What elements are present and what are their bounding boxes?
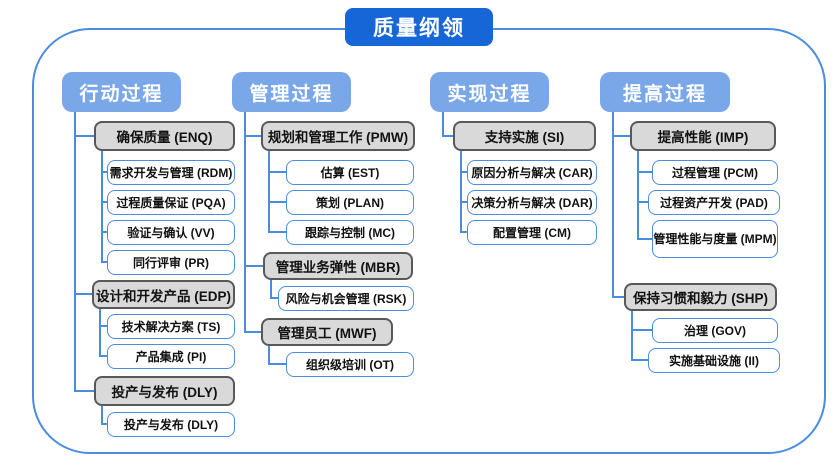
- connector-line: [101, 406, 103, 424]
- connector-line: [268, 231, 286, 233]
- child-box-dar: 决策分析与解决 (DAR): [467, 190, 597, 215]
- group-box-mwf: 管理员工 (MWF): [261, 318, 393, 346]
- connector-line: [631, 311, 633, 360]
- child-box-pad: 过程资产开发 (PAD): [648, 190, 780, 215]
- connector-line: [74, 390, 94, 392]
- connector-line: [74, 293, 92, 295]
- child-box-ii: 实施基础设施 (II): [648, 348, 780, 373]
- connector-line: [637, 238, 652, 240]
- group-box-imp: 提高性能 (IMP): [630, 121, 776, 151]
- child-box-est: 估算 (EST): [286, 160, 414, 185]
- connector-line: [460, 201, 468, 203]
- child-box-cm: 配置管理 (CM): [467, 220, 597, 245]
- group-box-edp: 设计和开发产品 (EDP): [92, 280, 235, 309]
- group-box-pmw: 规划和管理工作 (PMW): [261, 121, 415, 151]
- connector-line: [637, 171, 652, 173]
- connector-line: [244, 265, 263, 267]
- connector-line: [460, 171, 468, 173]
- connector-line: [442, 112, 444, 136]
- group-box-mbr: 管理业务弹性 (MBR): [263, 252, 413, 280]
- connector-line: [101, 151, 103, 262]
- group-box-si: 支持实施 (SI): [453, 121, 596, 151]
- child-box-gov: 治理 (GOV): [652, 318, 778, 343]
- connector-line: [442, 135, 453, 137]
- connector-line: [268, 171, 286, 173]
- group-box-dly: 投产与发布 (DLY): [94, 376, 235, 406]
- child-box-mc: 跟踪与控制 (MC): [286, 220, 414, 245]
- connector-line: [74, 112, 76, 391]
- connector-line: [612, 135, 630, 137]
- connector-line: [270, 280, 272, 298]
- diagram-title: 质量纲领: [345, 8, 493, 46]
- connector-line: [244, 135, 261, 137]
- tree-header-implementation-process: 实现过程: [430, 72, 549, 112]
- child-box-rdm: 需求开发与管理 (RDM): [107, 160, 235, 185]
- connector-line: [99, 325, 109, 327]
- connector-line: [268, 201, 286, 203]
- connector-line: [460, 151, 462, 232]
- connector-line: [637, 201, 648, 203]
- connector-line: [101, 231, 109, 233]
- connector-line: [460, 231, 468, 233]
- connector-line: [99, 309, 101, 356]
- connector-line: [612, 296, 624, 298]
- connector-line: [99, 355, 109, 357]
- connector-line: [101, 201, 109, 203]
- group-box-shp: 保持习惯和毅力 (SHP): [624, 283, 777, 311]
- child-box-mpm: 管理性能与度量 (MPM): [652, 220, 778, 258]
- child-box-ot: 组织级培训 (OT): [286, 352, 414, 377]
- connector-line: [631, 329, 652, 331]
- connector-line: [244, 112, 246, 332]
- connector-line: [101, 261, 109, 263]
- child-box-pqa: 过程质量保证 (PQA): [107, 190, 235, 215]
- connector-line: [74, 135, 94, 137]
- child-box-plan: 策划 (PLAN): [286, 190, 414, 215]
- child-box-rsk: 风险与机会管理 (RSK): [278, 286, 414, 311]
- tree-header-improvement-process: 提高过程: [600, 72, 730, 112]
- child-box-pcm: 过程管理 (PCM): [652, 160, 778, 185]
- child-box-dly: 投产与发布 (DLY): [107, 412, 235, 437]
- connector-line: [244, 331, 261, 333]
- child-box-ts: 技术解决方案 (TS): [107, 314, 235, 339]
- child-box-pi: 产品集成 (PI): [107, 344, 235, 369]
- connector-line: [270, 297, 278, 299]
- connector-line: [101, 171, 109, 173]
- connector-line: [612, 112, 614, 297]
- connector-line: [631, 359, 648, 361]
- connector-line: [268, 363, 286, 365]
- child-box-pr: 同行评审 (PR): [107, 250, 235, 275]
- child-box-car: 原因分析与解决 (CAR): [467, 160, 597, 185]
- connector-line: [101, 423, 109, 425]
- tree-header-action-process: 行动过程: [62, 72, 181, 112]
- connector-line: [268, 151, 270, 232]
- connector-line: [637, 151, 639, 239]
- group-box-enq: 确保质量 (ENQ): [94, 121, 235, 151]
- child-box-vv: 验证与确认 (VV): [107, 220, 235, 245]
- tree-header-management-process: 管理过程: [232, 72, 351, 112]
- connector-line: [268, 346, 270, 364]
